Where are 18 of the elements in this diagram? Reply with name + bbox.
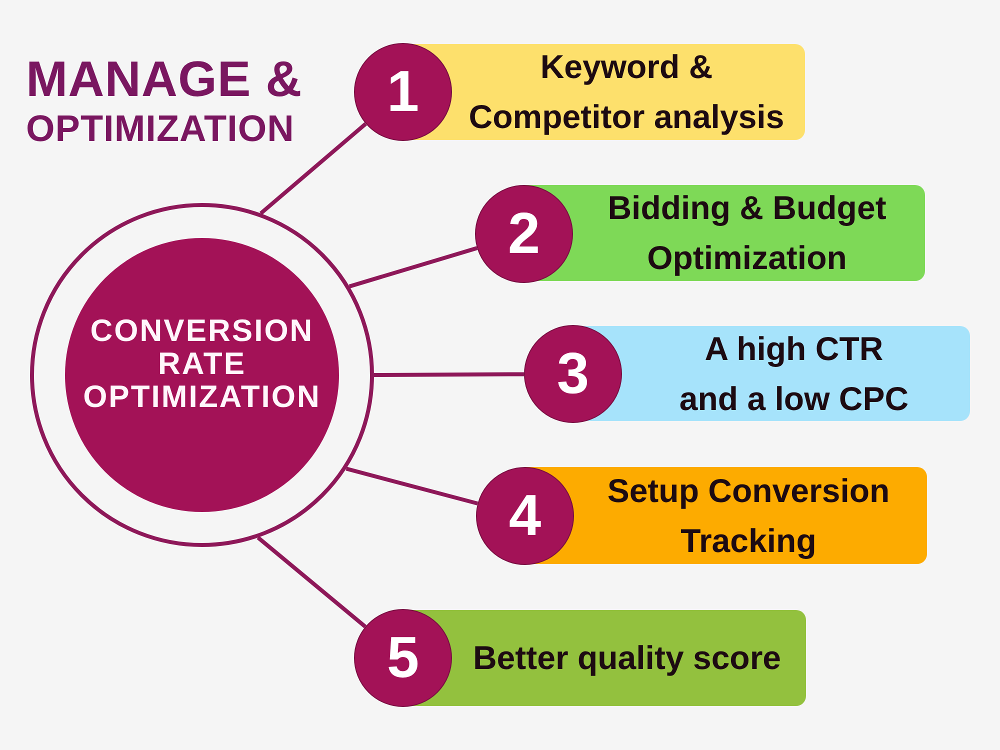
hub-circle (30, 203, 374, 547)
connector-line (256, 536, 367, 628)
step-label: Setup Conversion Tracking (607, 472, 890, 558)
connector-line (348, 246, 478, 288)
connector-line (346, 466, 478, 506)
connector-line (374, 372, 524, 377)
step-number-circle: 1 (354, 43, 452, 141)
step-label: Keyword & Competitor analysis (468, 48, 784, 135)
diagram-title: MANAGE & OPTIMIZATION (26, 55, 304, 151)
step-label: Bidding & Budget Optimization (608, 189, 886, 276)
connector-line (260, 122, 367, 215)
step-label: A high CTR and a low CPC (679, 330, 909, 416)
step-number-circle: 2 (475, 185, 573, 283)
step-number-circle: 5 (354, 609, 452, 707)
step-number-circle: 4 (476, 467, 574, 565)
hub-label: CONVERSION RATE OPTIMIZATION (83, 312, 321, 414)
step-label: Better quality score (472, 639, 782, 676)
step-number-circle: 3 (524, 325, 622, 423)
